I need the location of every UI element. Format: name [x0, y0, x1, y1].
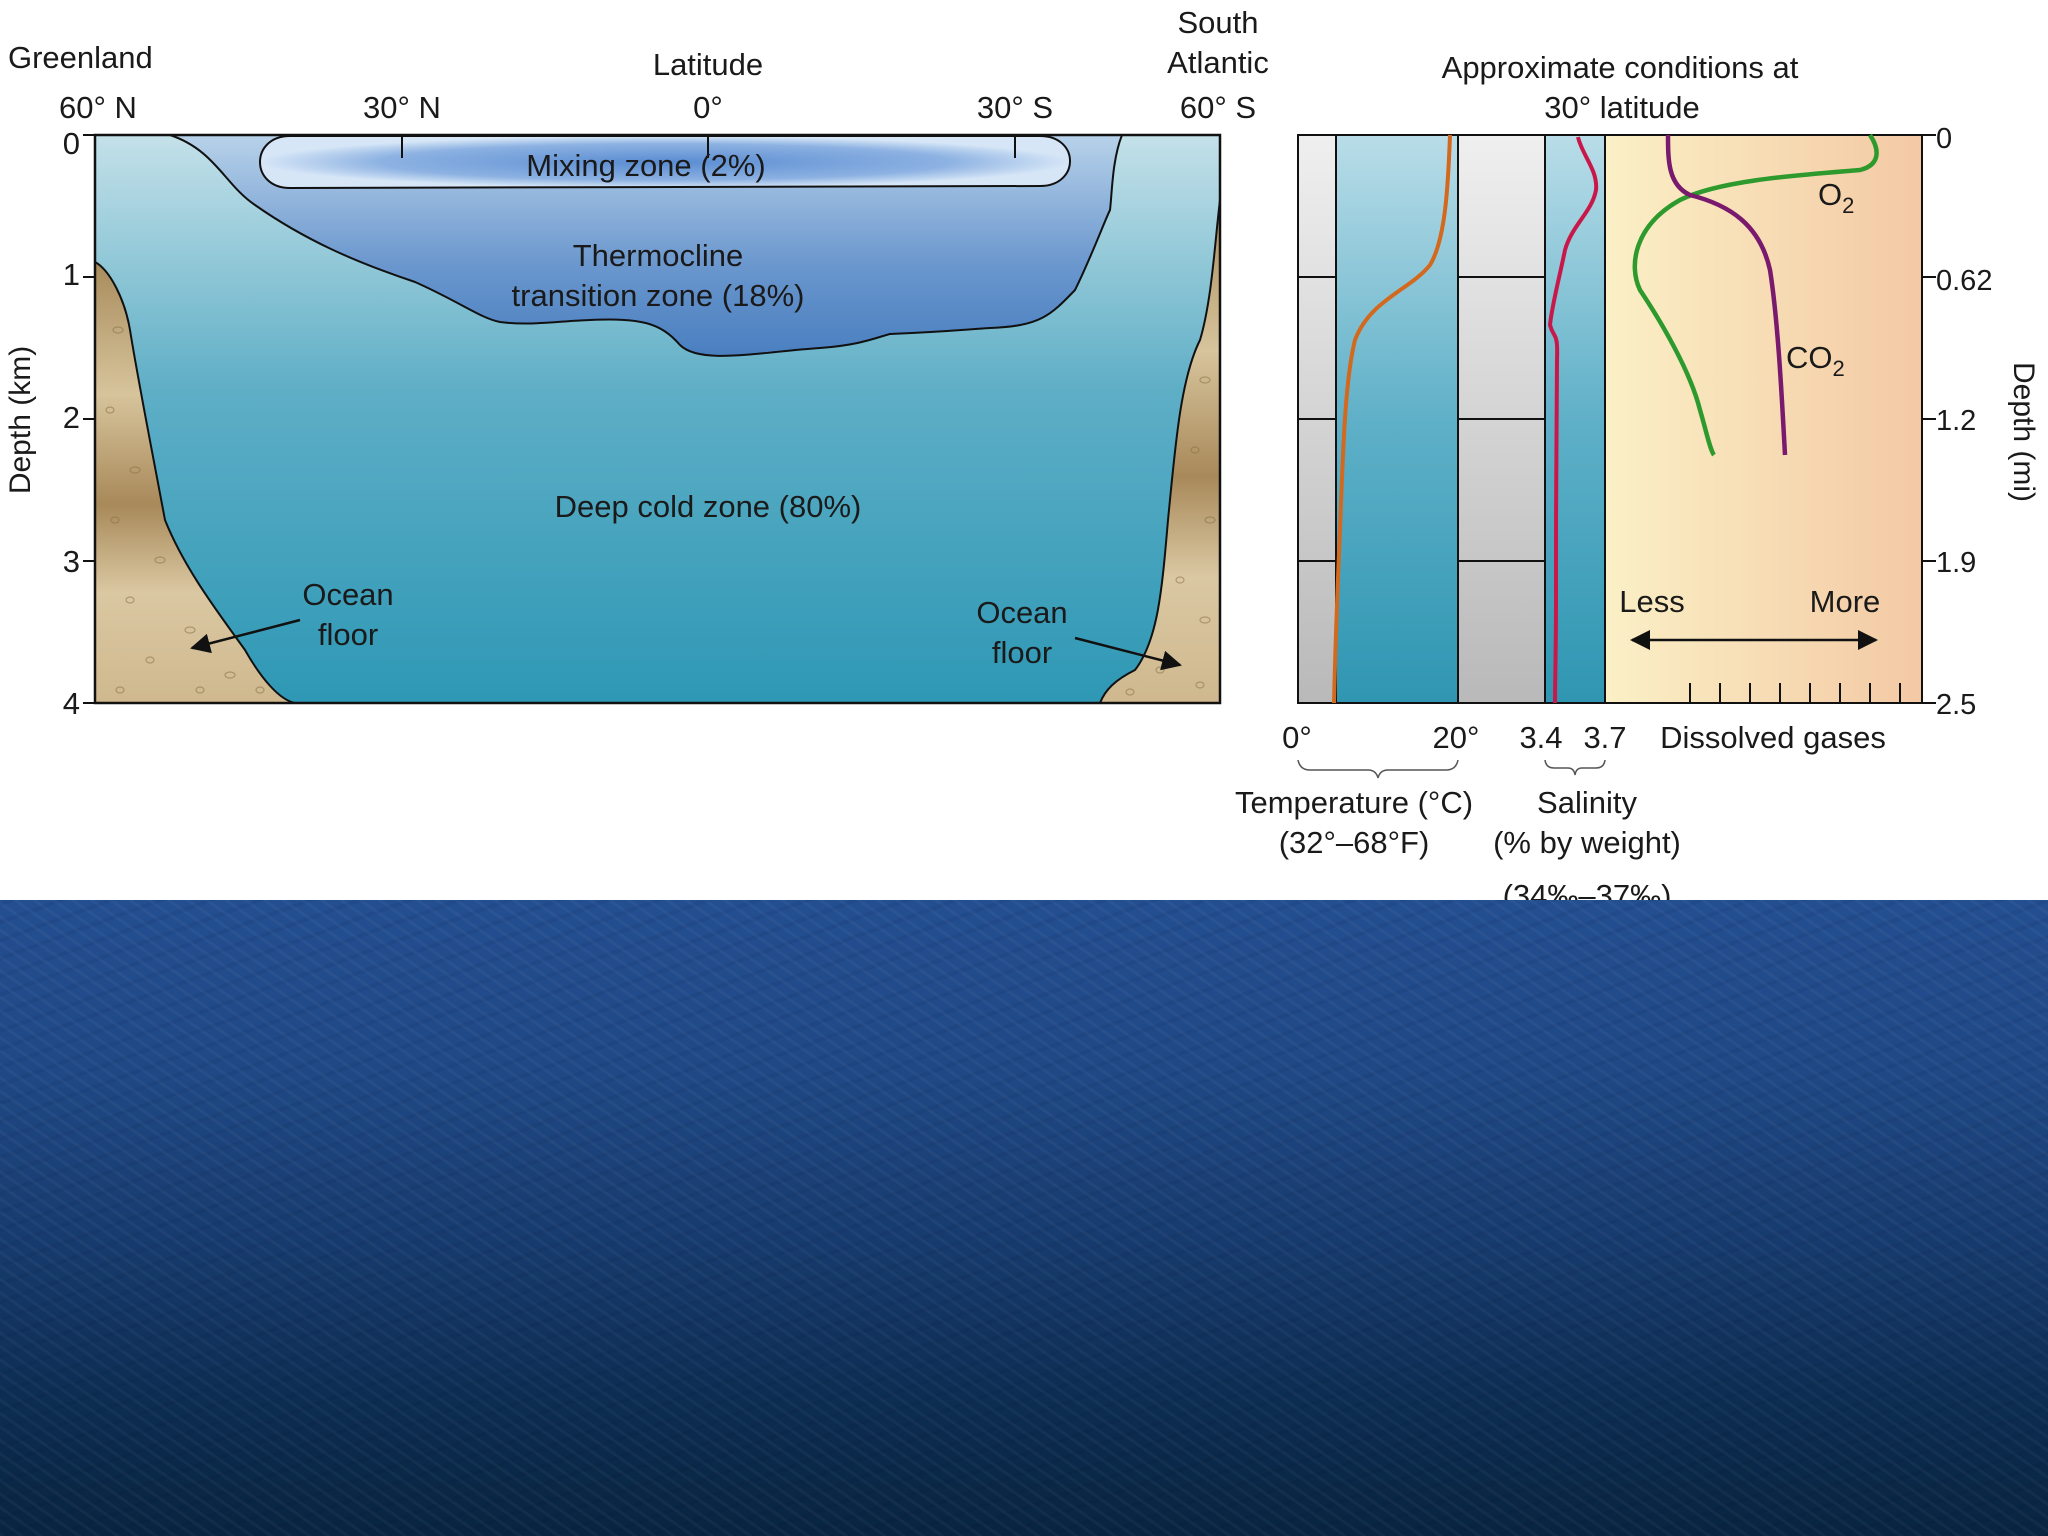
temperature-curve	[1332, 134, 1452, 704]
co2-label: CO2	[1786, 340, 1845, 381]
thermocline-zone	[169, 134, 1124, 357]
sea-texture-band	[0, 900, 2048, 1536]
depth-km-tick-marks	[83, 134, 95, 704]
deep-zone-label: Deep cold zone (80%)	[555, 489, 862, 524]
latitude-tick-label-60s: 60° S	[1180, 90, 1256, 125]
depth-mi-tick-12: 1.2	[1936, 405, 1976, 437]
conditions-title-line2: 30° latitude	[1544, 90, 1699, 125]
latitude-axis-title: Latitude	[653, 47, 763, 82]
ocean-floor-right-arrow	[1074, 636, 1182, 671]
latitude-tick-label-60n: 60° N	[59, 90, 137, 125]
salinity-tick-37: 3.7	[1583, 720, 1626, 755]
salinity-label-line3: (34‰–37‰)	[1503, 878, 1672, 900]
region-label-south: South	[1177, 5, 1258, 40]
ocean-floor-left	[94, 260, 296, 704]
o2-curve	[1632, 133, 1879, 457]
temperature-label-line2: (32°–68°F)	[1279, 825, 1430, 860]
o2-label: O2	[1818, 177, 1854, 218]
ocean-floor-left-speckles	[105, 326, 265, 694]
salinity-curve	[1547, 136, 1599, 704]
depth-km-tick-1: 1	[63, 257, 80, 292]
gases-panel	[1604, 134, 1923, 704]
ocean-floor-right-speckles	[1125, 376, 1216, 696]
depth-mi-axis-label: Depth (mi)	[2007, 362, 2040, 502]
salinity-label-line2: (% by weight)	[1493, 825, 1681, 860]
depth-km-tick-2: 2	[63, 400, 80, 435]
salinity-brace	[1544, 759, 1606, 776]
depth-km-tick-0: 0	[63, 126, 80, 161]
depth-mi-tick-0: 0	[1936, 123, 1952, 155]
mixing-zone	[259, 135, 1071, 190]
more-label: More	[1810, 584, 1881, 619]
conditions-title-line1: Approximate conditions at	[1442, 50, 1799, 85]
depth-mi-tick-062: 0.62	[1936, 265, 1992, 297]
co2-curve	[1665, 134, 1788, 456]
ocean-floor-right-label-line1: Ocean	[976, 595, 1067, 630]
depth-km-axis-label: Depth (km)	[4, 346, 37, 494]
depth-km-tick-3: 3	[63, 544, 80, 579]
temperature-panel	[1335, 134, 1459, 704]
depth-km-tick-4: 4	[63, 686, 80, 721]
latitude-tick-label-0: 0°	[693, 90, 723, 125]
ocean-floor-right-label-line2: floor	[992, 635, 1052, 670]
temperature-label-line1: Temperature (°C)	[1235, 785, 1473, 820]
thermocline-label-line1: Thermocline	[573, 238, 744, 273]
salinity-label-line1: Salinity	[1537, 785, 1637, 820]
region-label-greenland: Greenland	[8, 40, 153, 75]
latitude-tick-marks	[401, 135, 1016, 158]
gases-bottom-ticks	[1689, 683, 1901, 703]
ocean-floor-left-arrow	[190, 618, 301, 654]
dissolved-gases-label: Dissolved gases	[1660, 720, 1886, 755]
mixing-zone-label: Mixing zone (2%)	[526, 148, 765, 183]
temperature-tick-0: 0°	[1282, 720, 1312, 755]
ocean-zones-figure: Greenland South Atlantic Latitude 60° N …	[4, 5, 2040, 900]
latitude-tick-label-30s: 30° S	[977, 90, 1053, 125]
depth-mi-tick-marks	[1922, 134, 1936, 704]
depth-band-separators	[1298, 276, 1545, 562]
ocean-floor-left-label-line1: Ocean	[302, 577, 393, 612]
temperature-brace	[1297, 759, 1459, 779]
region-label-atlantic: Atlantic	[1167, 45, 1269, 80]
thermocline-label-line2: transition zone (18%)	[512, 278, 805, 313]
latitude-tick-label-30n: 30° N	[363, 90, 441, 125]
depth-mi-tick-19: 1.9	[1936, 547, 1976, 579]
ocean-floor-left-label-line2: floor	[318, 617, 378, 652]
less-label: Less	[1619, 584, 1684, 619]
temperature-tick-20: 20°	[1433, 720, 1480, 755]
depth-mi-tick-25: 2.5	[1936, 689, 1976, 721]
salinity-tick-34: 3.4	[1519, 720, 1562, 755]
ocean-floor-right	[1098, 199, 1221, 704]
